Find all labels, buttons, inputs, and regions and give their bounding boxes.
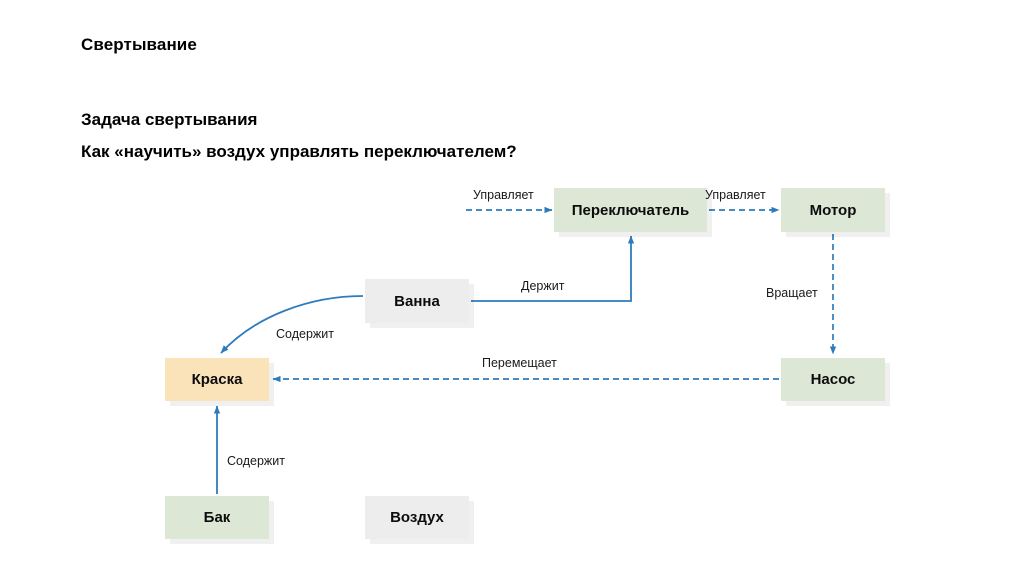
node-bath[interactable]: Ванна — [365, 279, 469, 323]
edge-label-derzhit: Держит — [521, 279, 565, 293]
edge-label-peremeshchaet: Перемещает — [482, 356, 557, 370]
node-tank[interactable]: Бак — [165, 496, 269, 539]
node-tank-label: Бак — [203, 509, 231, 526]
slide-title: Свертывание — [81, 35, 197, 54]
node-air[interactable]: Воздух — [365, 496, 469, 539]
node-paint-label: Краска — [191, 371, 243, 388]
edge-label-upravlyaet-motor: Управляет — [705, 188, 766, 202]
slide-question: Как «научить» воздух управлять переключа… — [81, 142, 517, 161]
edge-label-soderzhit-bath-paint: Содержит — [276, 327, 334, 341]
node-paint[interactable]: Краска — [165, 358, 269, 401]
node-motor-label: Мотор — [809, 201, 857, 219]
node-switch[interactable]: Переключатель — [554, 188, 707, 232]
node-air-label: Воздух — [390, 509, 444, 526]
slide-subtitle: Задача свертывания — [81, 110, 258, 129]
node-pump-label: Насос — [810, 371, 856, 388]
node-pump[interactable]: Насос — [781, 358, 885, 401]
node-bath-label: Ванна — [394, 292, 440, 310]
node-switch-label: Переключатель — [571, 201, 690, 219]
edge-label-upravlyaet-switch: Управляет — [473, 188, 534, 202]
node-motor[interactable]: Мотор — [781, 188, 885, 232]
edge-label-vrashchaet: Вращает — [766, 286, 818, 300]
edge-label-soderzhit-tank-paint: Содержит — [227, 454, 285, 468]
edge-soderzhit-bath-paint — [220, 295, 364, 354]
